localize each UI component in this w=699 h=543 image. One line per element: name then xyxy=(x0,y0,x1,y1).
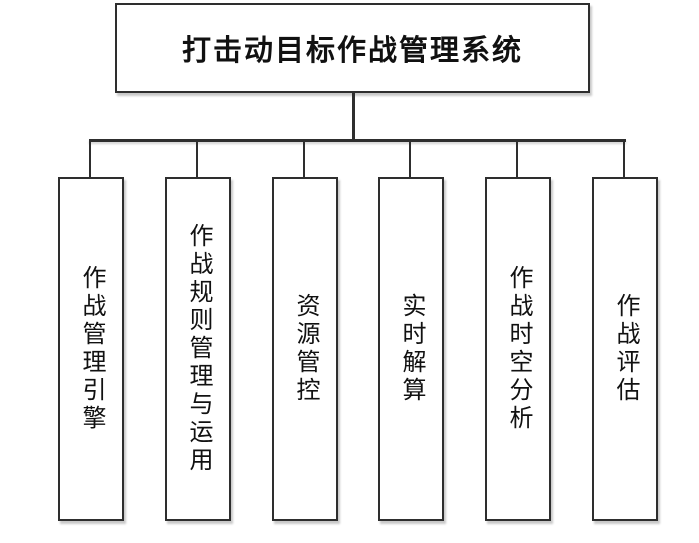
connector-drop-4 xyxy=(409,141,411,177)
box-resource-management-control: 资源管控 xyxy=(272,177,338,521)
box-combat-rules-management-application: 作战规则管理与运用 xyxy=(165,177,231,521)
connector-rail xyxy=(89,139,626,142)
box-realtime-computation-label: 实时解算 xyxy=(398,293,425,405)
connector-drop-6 xyxy=(623,141,625,177)
connector-stem xyxy=(352,93,355,140)
connector-drop-2 xyxy=(196,141,198,177)
connector-drop-3 xyxy=(303,141,305,177)
box-combat-spatiotemporal-analysis: 作战时空分析 xyxy=(485,177,551,521)
box-combat-management-engine-label: 作战管理引擎 xyxy=(78,265,105,433)
root-node-label: 打击动目标作战管理系统 xyxy=(181,35,523,67)
connector-drop-5 xyxy=(516,141,518,177)
box-combat-assessment-label: 作战评估 xyxy=(612,293,639,405)
root-node-strike-moving-target-system: 打击动目标作战管理系统 xyxy=(115,3,590,93)
box-combat-spatiotemporal-analysis-label: 作战时空分析 xyxy=(505,265,532,433)
box-realtime-computation: 实时解算 xyxy=(378,177,444,521)
box-combat-assessment: 作战评估 xyxy=(592,177,658,521)
box-resource-management-control-label: 资源管控 xyxy=(292,293,319,405)
box-combat-rules-management-application-label: 作战规则管理与运用 xyxy=(185,223,212,475)
box-combat-management-engine: 作战管理引擎 xyxy=(58,177,124,521)
connector-drop-1 xyxy=(89,141,91,177)
